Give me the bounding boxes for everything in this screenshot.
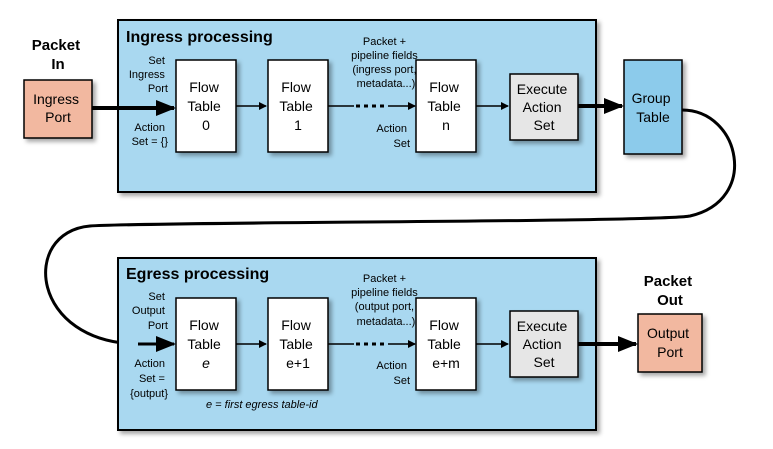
group-table-label: Group Table	[632, 90, 675, 125]
flow-table-n	[415, 59, 477, 153]
egress-execute-box	[509, 310, 579, 378]
output-port-label: Output Port	[647, 325, 693, 360]
egress-execute-label: Execute Action Set	[517, 318, 571, 370]
flow-table-1-label: Flow Table 1	[279, 79, 316, 133]
output-port-box	[637, 313, 703, 373]
ingress-port-box	[23, 79, 93, 139]
flow-table-em-label: Flow Table e+m	[427, 317, 464, 371]
group-to-egress-connector	[44, 108, 736, 346]
flow-table-1	[267, 59, 329, 153]
packet-in-label: Packet In	[32, 37, 85, 73]
flow-table-e1	[267, 297, 329, 391]
ingress-execute-label: Execute Action Set	[517, 81, 571, 133]
flow-table-e-label: Flow Table e	[187, 317, 224, 371]
ingress-action-set-label: Action Set	[376, 123, 410, 150]
ingress-title: Ingress processing	[126, 29, 273, 46]
flow-table-0-label: Flow Table 0	[187, 79, 224, 133]
ingress-action-label: Action Set = {}	[132, 122, 169, 148]
ingress-port-label: Ingress Port	[33, 91, 83, 125]
flow-table-e	[175, 297, 237, 391]
ingress-pipeline-note: Packet + pipeline fields (ingress port, …	[351, 36, 421, 90]
egress-footnote: e = first egress table-id	[206, 399, 318, 411]
egress-set-label: Set Output Port	[132, 291, 168, 332]
egress-pipeline-note: Packet + pipeline fields (output port, m…	[351, 273, 421, 328]
flow-table-e1-label: Flow Table e+1	[279, 317, 316, 371]
ingress-set-label: Set Ingress Port	[129, 55, 168, 95]
packet-out-label: Packet Out	[644, 273, 697, 309]
flow-table-n-label: Flow Table n	[427, 79, 464, 133]
ingress-execute-box	[509, 73, 579, 141]
egress-action-label: Action Set = {output}	[130, 358, 168, 400]
group-table-box	[623, 59, 683, 155]
egress-title: Egress processing	[126, 266, 269, 283]
egress-action-set-label: Action Set	[376, 360, 410, 387]
